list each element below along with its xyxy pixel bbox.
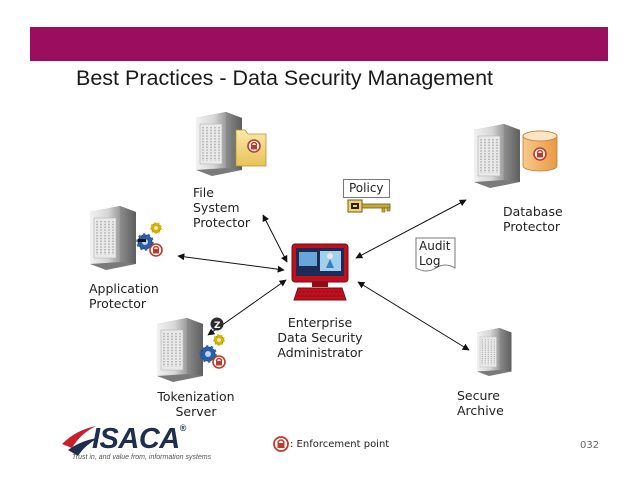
file-system-protector-label: File System Protector (193, 185, 250, 230)
server-with-gears-icon (89, 205, 163, 271)
admin-computer-icon (291, 243, 349, 301)
administrator-label: Enterprise Data Security Administrator (277, 315, 363, 360)
server-with-gears-icon: Z (156, 317, 226, 383)
server-icon (476, 327, 512, 377)
database-protector-label: Database Protector (503, 204, 563, 234)
key-icon (347, 199, 391, 213)
slide-title: Best Practices - Data Security Managemen… (76, 66, 494, 90)
header-banner (30, 27, 608, 61)
page-number: 032 (580, 440, 600, 451)
audit-log-label: Audit Log (419, 239, 451, 268)
enforcement-point-icon (273, 436, 289, 452)
document-icon (415, 237, 456, 272)
arrow-database (355, 199, 467, 259)
arrow-file-system (262, 214, 288, 263)
tokenization-server-label: Tokenization Server (157, 389, 235, 419)
isaca-logo-symbol (62, 426, 98, 456)
svg-text:Z: Z (214, 321, 221, 331)
server-with-database-icon (473, 123, 558, 189)
arrow-application (177, 253, 285, 273)
legend-text: : Enforcement point (290, 439, 390, 450)
policy-label: Policy (343, 179, 390, 198)
secure-archive-label: Secure Archive (457, 388, 504, 418)
server-with-folder-icon (195, 111, 267, 177)
arrow-archive (357, 281, 470, 351)
application-protector-label: Application Protector (89, 281, 159, 311)
isaca-wordmark: ISACA® (92, 423, 186, 455)
isaca-tagline: Trust in, and value from, information sy… (72, 454, 212, 461)
